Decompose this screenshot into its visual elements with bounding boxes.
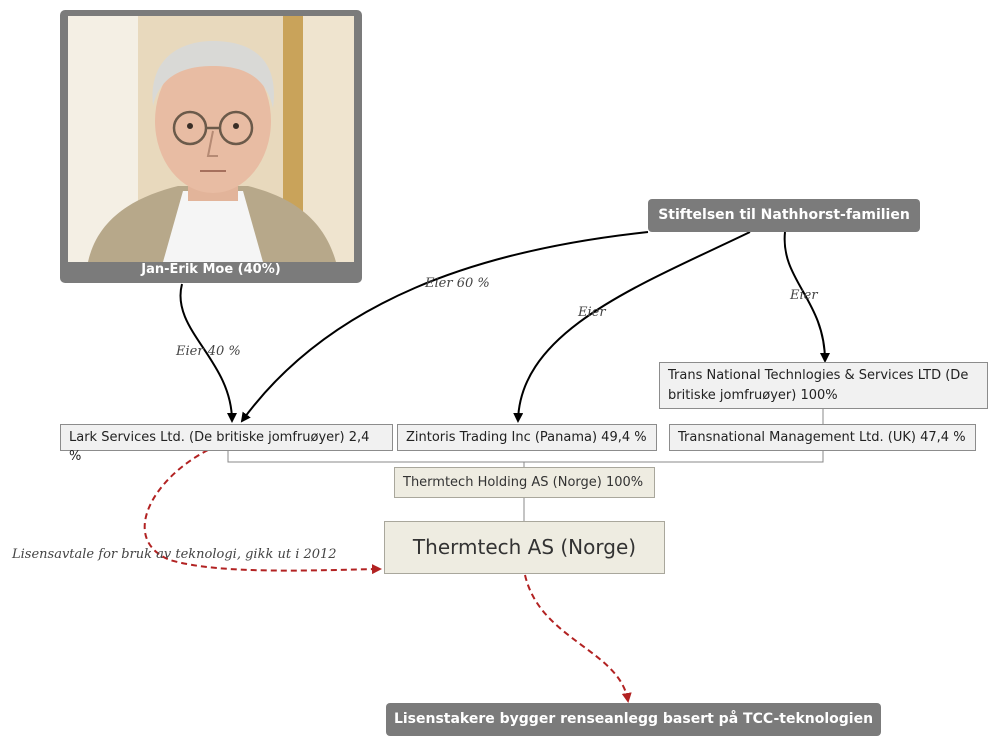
node-holding: Thermtech Holding AS (Norge) 100% bbox=[394, 467, 655, 498]
edge-thermtech-to-licensees bbox=[524, 574, 632, 703]
label-foundation-to-zintoris: Eier bbox=[578, 305, 606, 320]
person-card: Jan-Erik Moe (40%) bbox=[60, 10, 362, 283]
edge-owners-bracket bbox=[227, 451, 824, 467]
node-foundation: Stiftelsen til Nathhorst-familien bbox=[648, 199, 920, 232]
edge-foundation-to-lark bbox=[240, 231, 649, 423]
edge-foundation-to-zintoris bbox=[513, 231, 751, 423]
node-trans-national: Trans National Technlogies & Services LT… bbox=[659, 362, 988, 409]
edge-moe-to-lark bbox=[179, 283, 237, 423]
node-licensees: Lisenstakere bygger renseanlegg basert p… bbox=[386, 703, 881, 736]
node-zintoris: Zintoris Trading Inc (Panama) 49,4 % bbox=[397, 424, 657, 451]
portrait-image bbox=[68, 16, 354, 262]
label-moe-to-lark: Eier 40 % bbox=[176, 344, 241, 359]
person-caption: Jan-Erik Moe (40%) bbox=[141, 262, 281, 277]
label-foundation-to-lark: Eier 60 % bbox=[425, 276, 490, 291]
person-photo bbox=[68, 16, 354, 262]
node-transnational-mgmt: Transnational Management Ltd. (UK) 47,4 … bbox=[669, 424, 976, 451]
label-license: Lisensavtale for bruk av teknologi, gikk… bbox=[12, 547, 337, 562]
node-lark: Lark Services Ltd. (De britiske jomfruøy… bbox=[60, 424, 393, 464]
node-thermtech: Thermtech AS (Norge) bbox=[384, 521, 665, 574]
label-foundation-to-trans-national: Eier bbox=[790, 288, 818, 303]
edge-foundation-to-trans-national bbox=[783, 231, 830, 363]
